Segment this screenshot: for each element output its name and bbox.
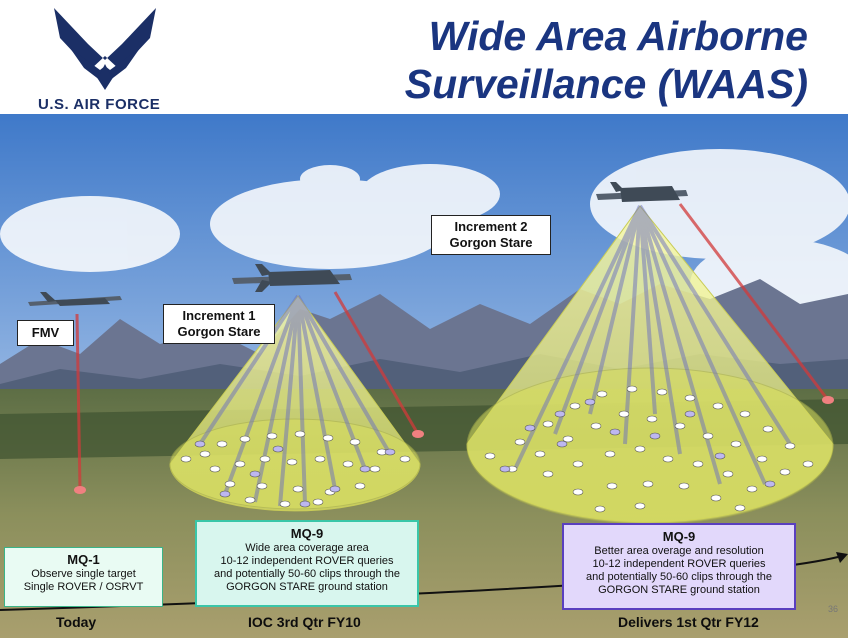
increment1-line1: Increment 1 bbox=[182, 308, 256, 323]
mq1-drone-icon bbox=[28, 292, 122, 306]
increment2-line2: Gorgon Stare bbox=[449, 235, 533, 250]
title-line-1: Wide Area Airborne bbox=[428, 13, 808, 59]
mq1-line1: Observe single target bbox=[31, 568, 136, 580]
increment2-label: Increment 2 Gorgon Stare bbox=[431, 215, 551, 255]
title-line-2: Surveillance (WAAS) bbox=[404, 61, 808, 107]
timeline-today: Today bbox=[56, 614, 97, 630]
mq9b-line2: 10-12 independent ROVER queries bbox=[592, 558, 766, 570]
slide-header: U.S. AIR FORCE Wide Area Airborne Survei… bbox=[0, 0, 848, 114]
increment1-line2: Gorgon Stare bbox=[177, 324, 261, 339]
surveillance-scene: FMV Increment 1 Gorgon Stare Increment 2… bbox=[0, 114, 848, 638]
mq9-increment2-info-box: MQ-9 Better area overage and resolution … bbox=[562, 523, 796, 610]
increment2-line1: Increment 2 bbox=[454, 219, 528, 234]
mq9a-title: MQ-9 bbox=[290, 526, 324, 541]
slide-title: Wide Area Airborne Surveillance (WAAS) bbox=[405, 12, 808, 108]
mq9b-line1: Better area overage and resolution bbox=[594, 545, 764, 557]
mq1-title: MQ-1 bbox=[67, 552, 100, 567]
mq9-drone-icon bbox=[232, 264, 352, 292]
mq9-increment1-info-box: MQ-9 Wide area coverage area 10-12 indep… bbox=[195, 520, 419, 607]
air-force-logo: U.S. AIR FORCE bbox=[30, 8, 180, 113]
mq9b-line4: GORGON STARE ground station bbox=[598, 584, 760, 596]
fmv-label: FMV bbox=[17, 320, 74, 346]
mq9a-line2: 10-12 independent ROVER queries bbox=[220, 555, 394, 567]
mq9a-line3: and potentially 50-60 clips through the bbox=[214, 568, 400, 580]
mq9-drone-icon-2 bbox=[596, 182, 688, 202]
scene-illustration bbox=[0, 114, 848, 638]
timeline-delivers: Delivers 1st Qtr FY12 bbox=[618, 614, 759, 630]
logo-wordmark: U.S. AIR FORCE bbox=[38, 96, 161, 113]
timeline-ioc: IOC 3rd Qtr FY10 bbox=[248, 614, 361, 630]
mq1-info-box: MQ-1 Observe single target Single ROVER … bbox=[4, 547, 163, 607]
page-number: 36 bbox=[827, 604, 838, 614]
mq9a-line4: GORGON STARE ground station bbox=[226, 581, 388, 593]
mq9b-title: MQ-9 bbox=[662, 529, 696, 544]
mq1-line2: Single ROVER / OSRVT bbox=[23, 581, 144, 593]
increment1-label: Increment 1 Gorgon Stare bbox=[163, 304, 275, 344]
mq9a-line1: Wide area coverage area bbox=[245, 542, 369, 554]
mq9b-line3: and potentially 50-60 clips through the bbox=[586, 571, 772, 583]
